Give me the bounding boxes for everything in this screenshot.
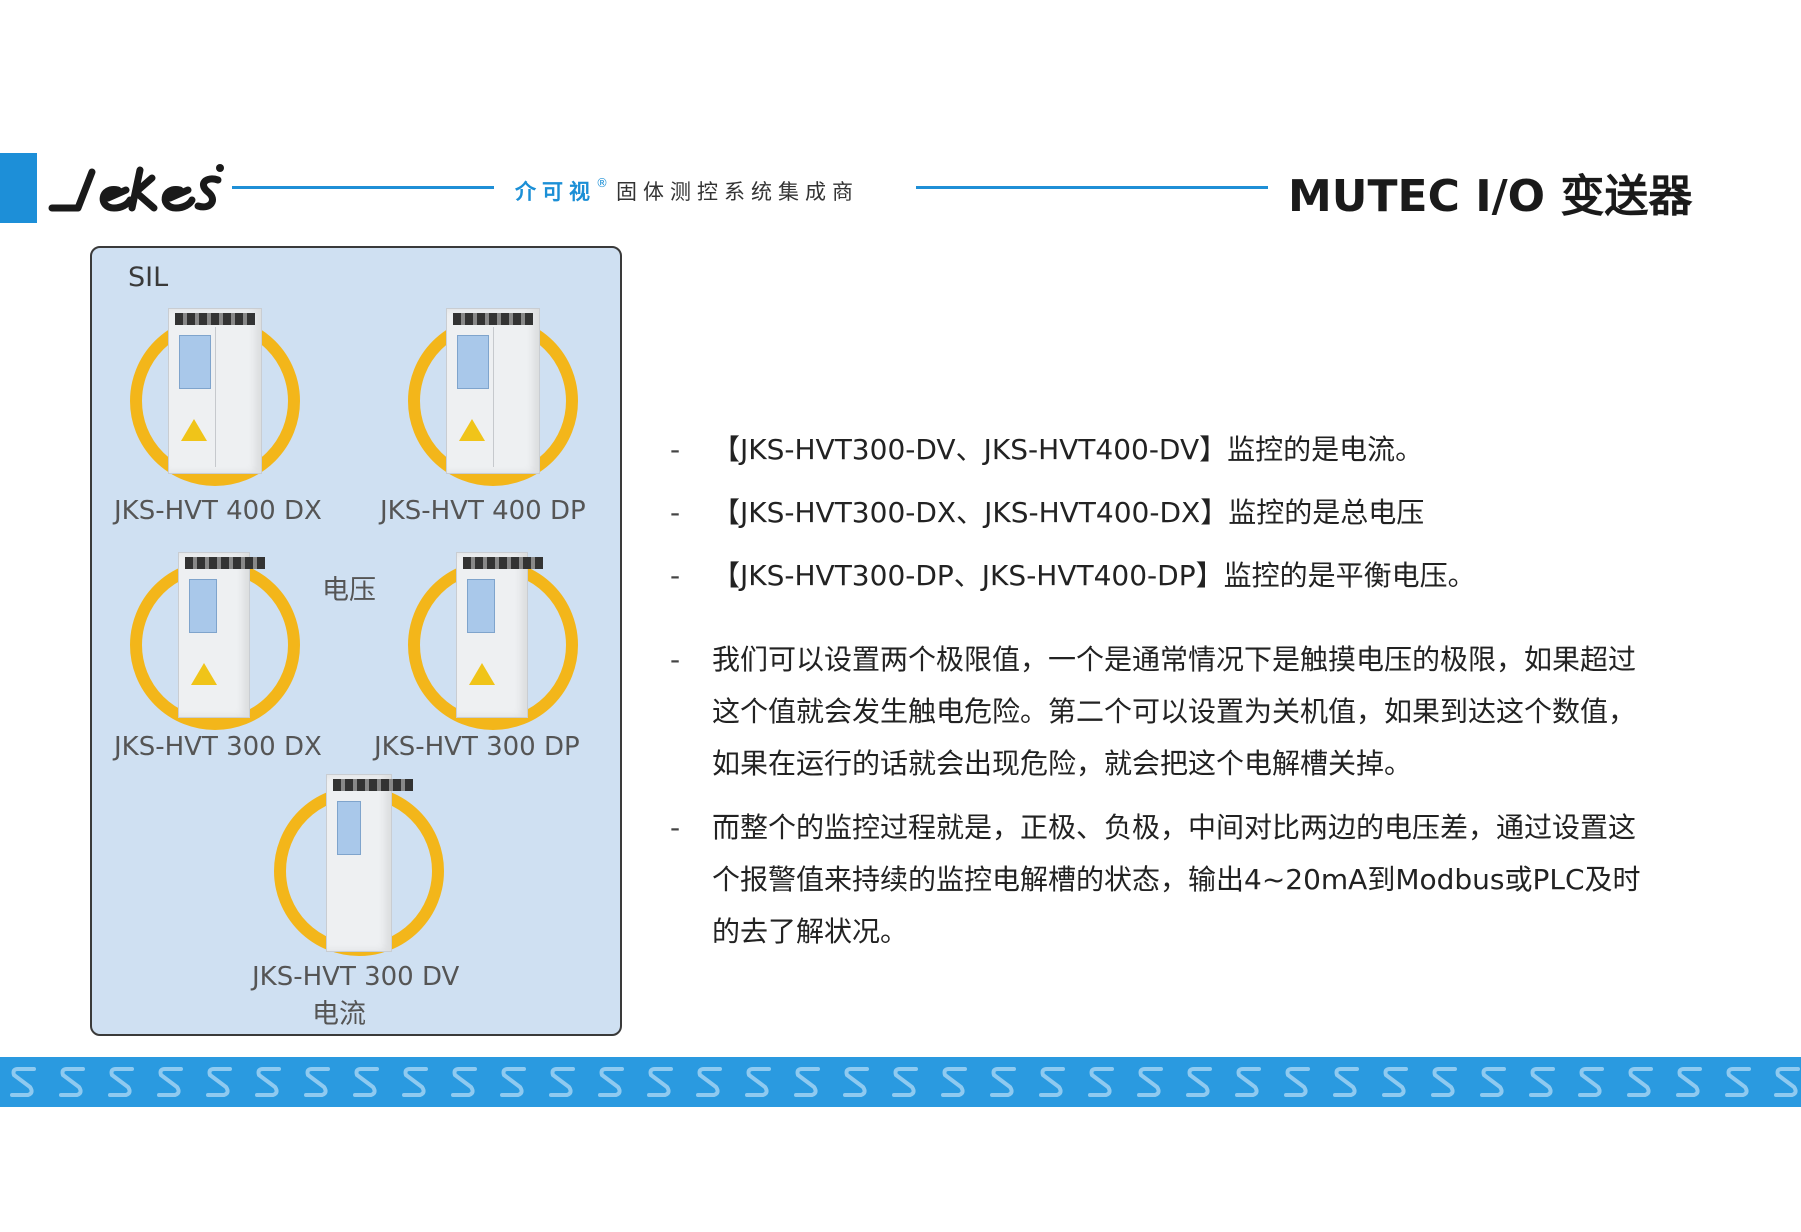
footer-band (0, 1057, 1801, 1107)
product-panel: SIL JKS-HVT 400 DX JKS-HVT 400 DP 电压 JKS… (90, 246, 622, 1036)
product-image-400dp (408, 308, 578, 486)
product-label-400dx: JKS-HVT 400 DX (114, 496, 322, 526)
bullet-text: 我们可以设置两个极限值，一个是通常情况下是触摸电压的极限，如果超过这个值就会发生… (712, 643, 1637, 780)
product-label-300dv: JKS-HVT 300 DV (252, 962, 460, 992)
current-label: 电流 (312, 999, 366, 1030)
product-label-300dx: JKS-HVT 300 DX (114, 732, 322, 762)
tagline-text: 固体测控系统集成商 (616, 180, 859, 204)
product-image-300dv (274, 774, 444, 956)
tagline-brand: 介可视 (515, 180, 596, 204)
device-module (456, 552, 543, 718)
header-divider-left (232, 186, 494, 189)
device-module (326, 774, 413, 952)
device-module (178, 552, 265, 718)
device-module (446, 308, 540, 474)
product-image-300dp (408, 552, 578, 730)
product-image-400dx (130, 308, 300, 486)
product-label-400dp: JKS-HVT 400 DP (380, 496, 586, 526)
sil-label: SIL (128, 262, 169, 293)
voltage-label: 电压 (322, 575, 376, 606)
device-module (168, 308, 262, 474)
header-accent-bar (0, 153, 37, 223)
jekesi-logo (48, 164, 224, 212)
footer-s-pattern (0, 1057, 1801, 1107)
bullet-text: 而整个的监控过程就是，正极、负极，中间对比两边的电压差，通过设置这个报警值来持续… (712, 811, 1641, 948)
registered-mark: ® (596, 176, 608, 190)
header-divider-right (916, 186, 1268, 189)
bullet-text: 【JKS-HVT300-DP、JKS-HVT400-DP】监控的是平衡电压。 (712, 559, 1476, 592)
header-tagline: 介可视® 固体测控系统集成商 (515, 176, 859, 206)
page-title: MUTEC I/O 变送器 (1288, 171, 1693, 222)
product-label-300dp: JKS-HVT 300 DP (374, 732, 580, 762)
product-image-300dx (130, 552, 300, 730)
bullet-text: 【JKS-HVT300-DX、JKS-HVT400-DX】监控的是总电压 (712, 496, 1425, 529)
bullet-text: 【JKS-HVT300-DV、JKS-HVT400-DV】监控的是电流。 (712, 433, 1424, 466)
